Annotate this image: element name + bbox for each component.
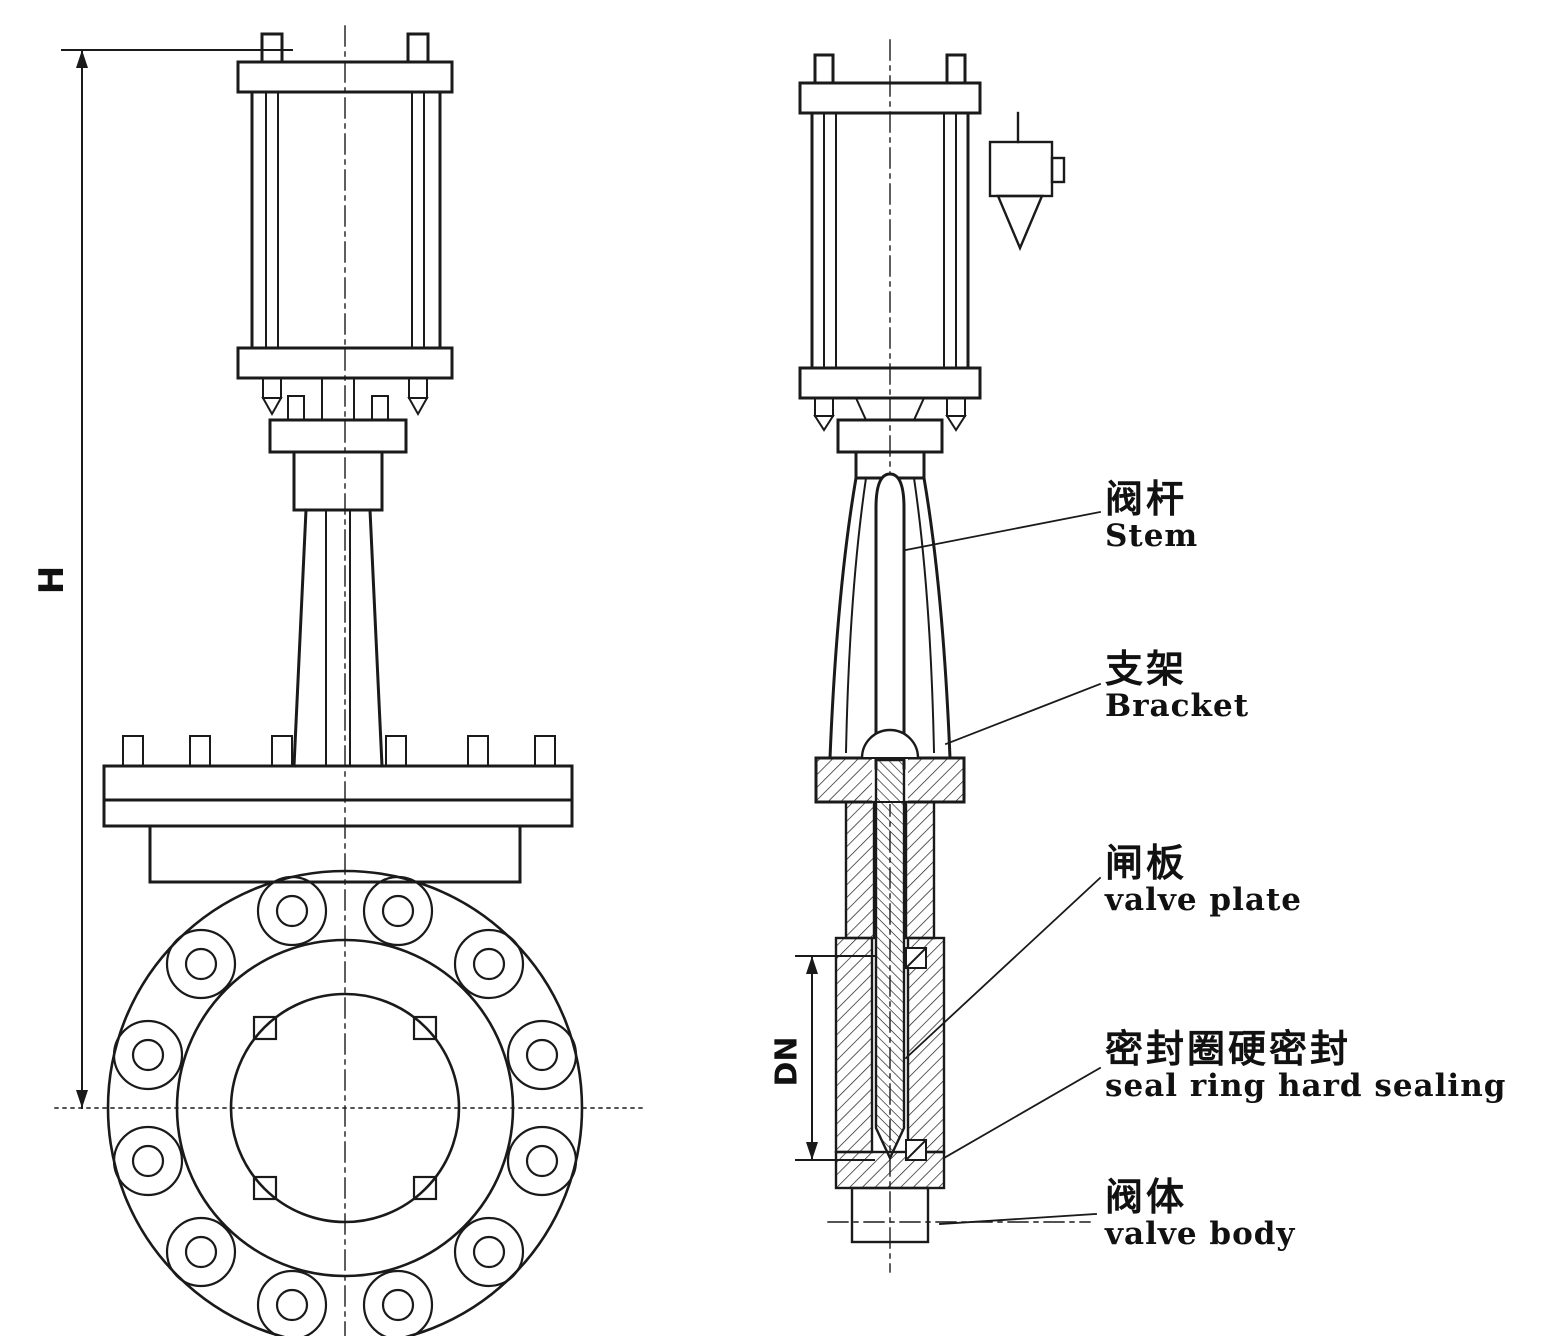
gate-plate-side (874, 758, 906, 1161)
seat-rings (904, 946, 928, 1162)
callout-seal-ring-en: seal ring hard sealing (1105, 1067, 1507, 1104)
callout-seal-ring-zh: 密封圈硬密封 (1105, 1027, 1352, 1071)
front-view (54, 25, 643, 1336)
gland-side (836, 396, 944, 480)
callout-bracket-en: Bracket (1105, 687, 1250, 724)
side-section-view (795, 39, 1091, 1273)
callout-valve-plate: 闸板 valve plate (1105, 841, 1302, 918)
leader-bracket (944, 682, 1102, 746)
dimension-DN (795, 955, 875, 1161)
leader-lines (904, 510, 1102, 1225)
callout-stem-zh: 阀杆 (1105, 477, 1188, 521)
callout-stem-en: Stem (1105, 517, 1199, 554)
callout-stem: 阀杆 Stem (1105, 477, 1199, 554)
leader-stem (904, 510, 1102, 552)
leader-valve-body (939, 1213, 1097, 1225)
cylinder-side (798, 53, 982, 432)
callout-bracket-zh: 支架 (1105, 647, 1188, 691)
dimension-label-DN: DN (769, 1036, 805, 1087)
cylinder-front (236, 32, 454, 417)
callout-valve-plate-zh: 闸板 (1105, 841, 1188, 885)
yoke-front (268, 377, 408, 768)
callout-valve-body-en: valve body (1105, 1215, 1296, 1252)
callout-valve-body-zh: 阀体 (1105, 1175, 1188, 1219)
dimension-label-H: H (32, 565, 73, 595)
callout-seal-ring: 密封圈硬密封 seal ring hard sealing (1105, 1027, 1507, 1104)
stem-side (860, 472, 920, 770)
callout-bracket: 支架 Bracket (1105, 647, 1250, 724)
valve-body-front (106, 869, 584, 1336)
callout-valve-plate-en: valve plate (1105, 881, 1302, 918)
dimension-H (61, 49, 293, 1109)
leader-seal-ring (942, 1066, 1102, 1160)
top-flange-front (102, 735, 574, 884)
callout-valve-body: 阀体 valve body (1105, 1175, 1296, 1252)
leader-gate (904, 876, 1102, 1060)
air-fitting (988, 111, 1066, 252)
